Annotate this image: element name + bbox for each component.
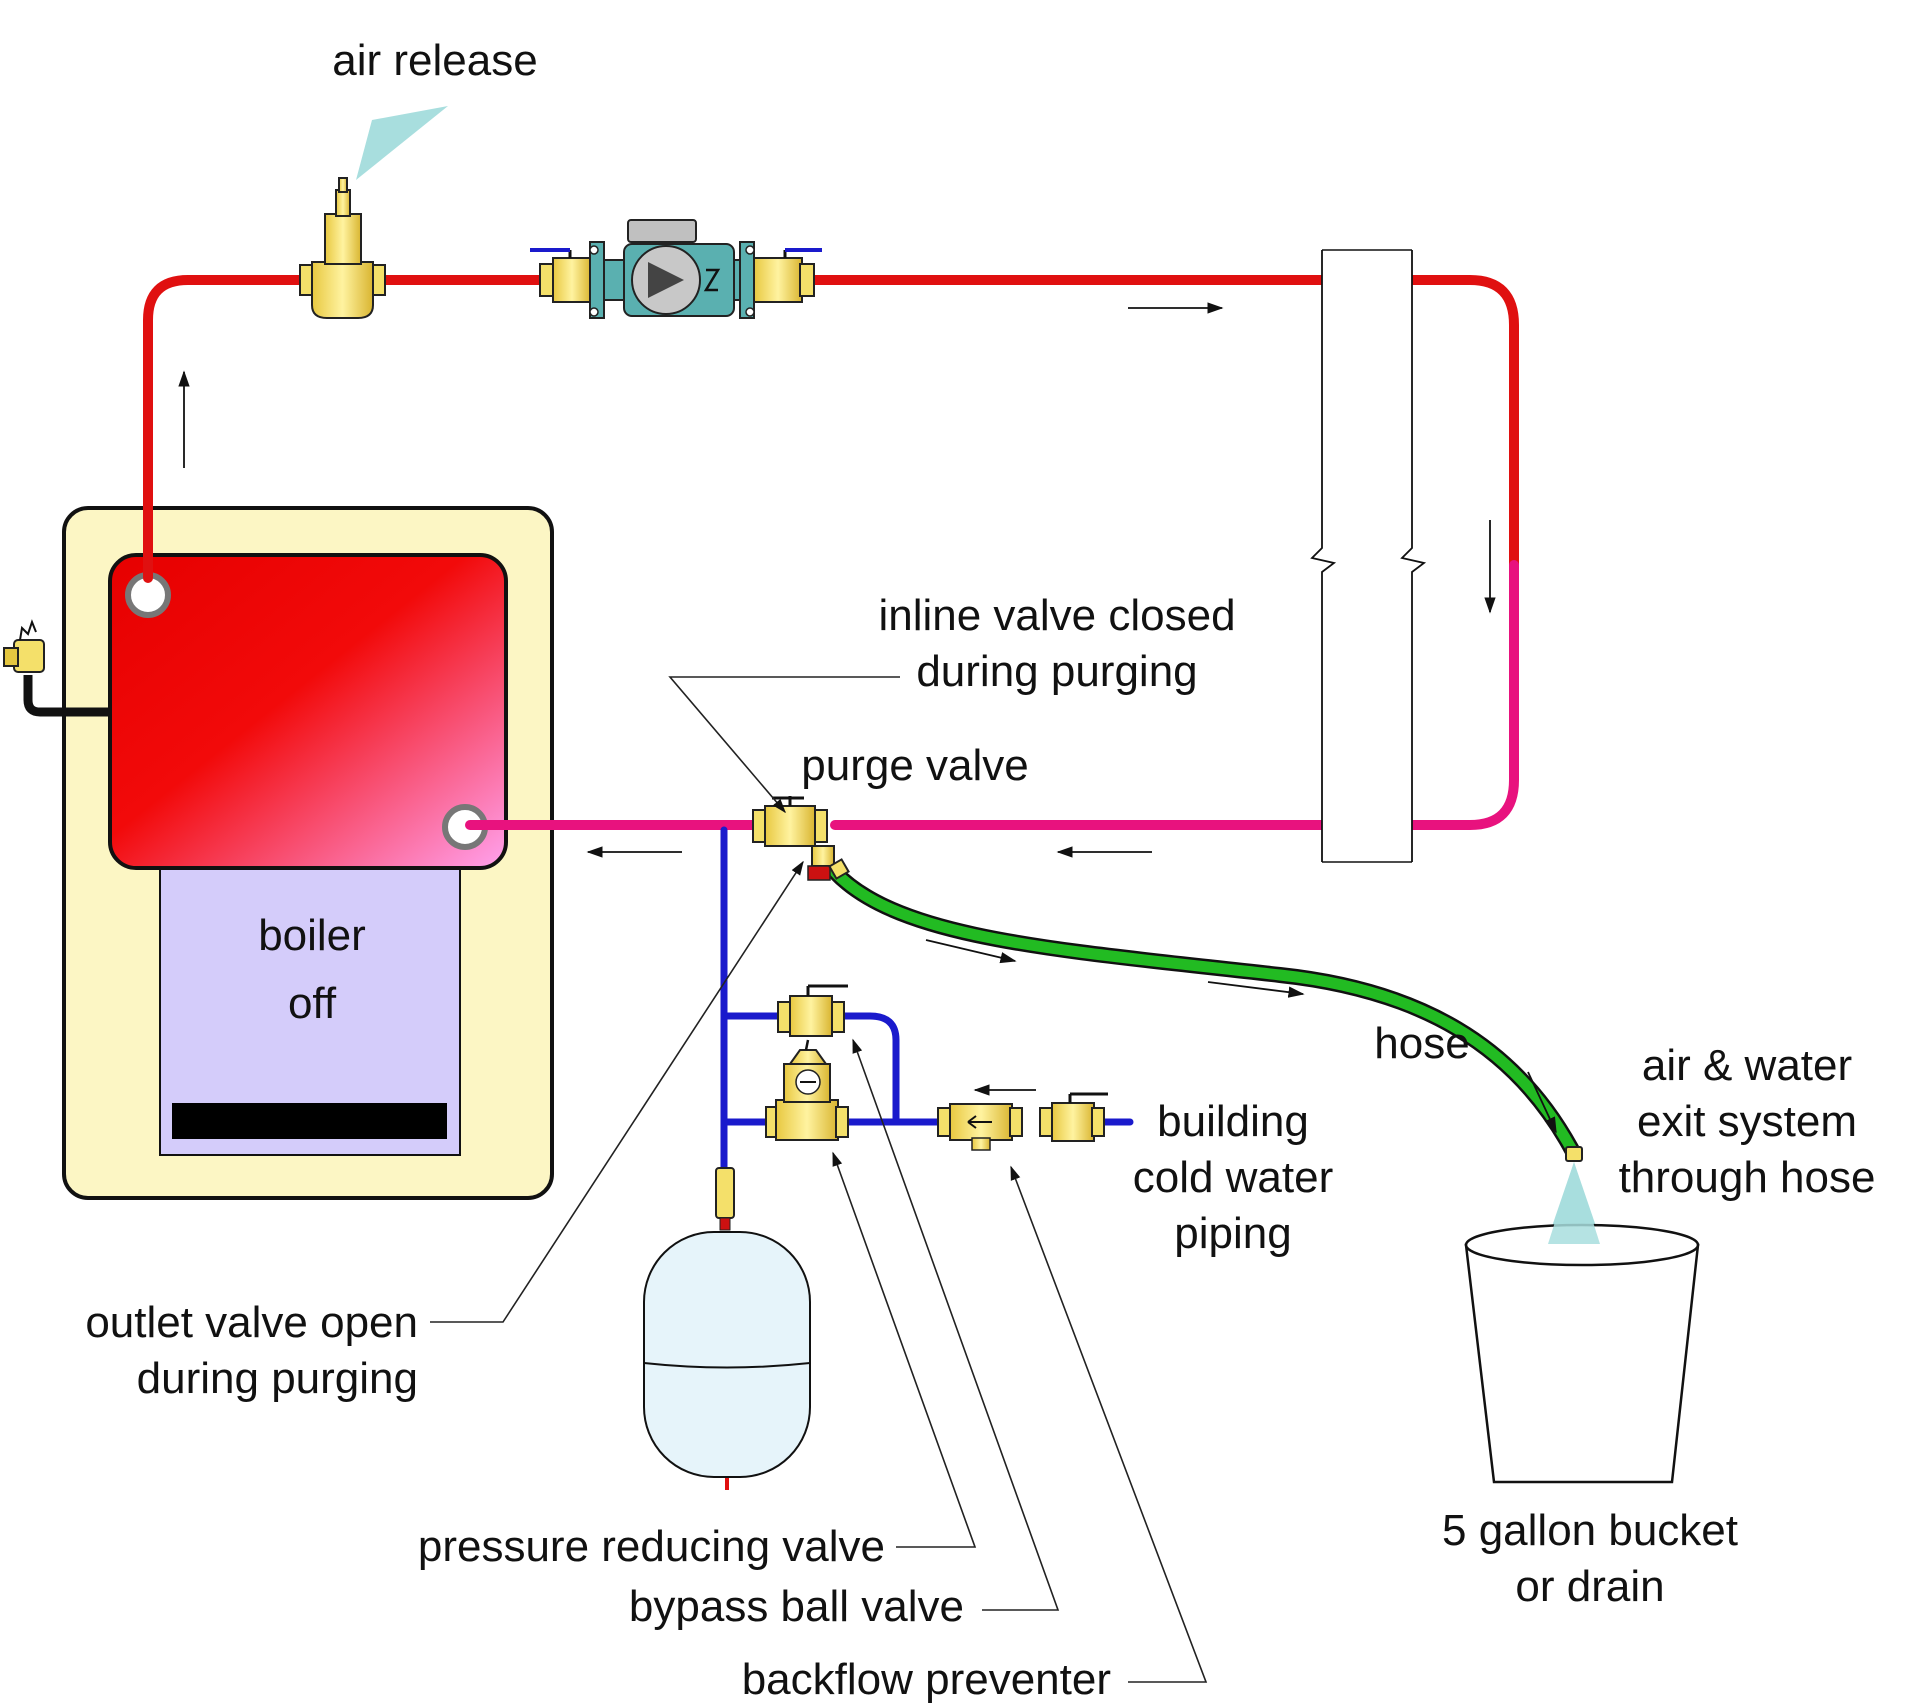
bucket-label-line2: or drain: [1515, 1562, 1664, 1611]
leader-lines: [430, 676, 1208, 1683]
expansion-tank-icon: [643, 1167, 811, 1478]
boiler-burner-slot: [172, 1103, 447, 1139]
air-water-label-line3: through hose: [1619, 1153, 1876, 1202]
boiler-label-line2: off: [288, 979, 337, 1028]
pressure-reducing-valve-icon: [765, 1039, 849, 1141]
building-label-line2: cold water: [1133, 1153, 1334, 1202]
building-label-line1: building: [1157, 1097, 1309, 1146]
return-piping: [465, 560, 1519, 830]
purge-valve-label: purge valve: [801, 741, 1028, 790]
bypass-ball-valve-label: bypass ball valve: [629, 1582, 964, 1631]
building-label-line3: piping: [1174, 1209, 1291, 1258]
backflow-preventer-label: backflow preventer: [742, 1655, 1111, 1704]
pressure-reducing-valve-label: pressure reducing valve: [418, 1522, 885, 1571]
labels: air release inline valve closed during p…: [85, 36, 1875, 1704]
purge-valve-icon: [752, 796, 850, 881]
backflow-preventer-icon: [937, 1103, 1023, 1151]
hose-label: hose: [1374, 1019, 1469, 1068]
inline-valve-label-line2: during purging: [916, 647, 1197, 696]
air-water-label-line2: exit system: [1637, 1097, 1857, 1146]
air-release-spray: [356, 106, 448, 180]
hose-nozzle: [1565, 1146, 1583, 1162]
bucket-icon: [1464, 1162, 1700, 1484]
air-water-label-line1: air & water: [1642, 1041, 1852, 1090]
inlet-ball-valve-icon: [1039, 1092, 1108, 1142]
inline-valve-label-line1: inline valve closed: [878, 591, 1235, 640]
ball-valve-icon: [777, 984, 848, 1037]
circulator-pump-icon: [530, 219, 822, 319]
boiler-label-line1: boiler: [258, 911, 366, 960]
bucket-label-line1: 5 gallon bucket: [1442, 1506, 1738, 1555]
outlet-valve-label-line2: during purging: [137, 1354, 418, 1403]
boiler: boiler off: [62, 506, 554, 1200]
pipe-break-column: [1310, 249, 1427, 863]
outlet-valve-label-line1: outlet valve open: [85, 1298, 418, 1347]
relief-valve-icon: [3, 619, 112, 717]
air-vent-icon: [299, 106, 448, 319]
flow-arrows: [178, 302, 1557, 1134]
supply-piping: [143, 275, 1519, 583]
air-release-label: air release: [332, 36, 537, 85]
